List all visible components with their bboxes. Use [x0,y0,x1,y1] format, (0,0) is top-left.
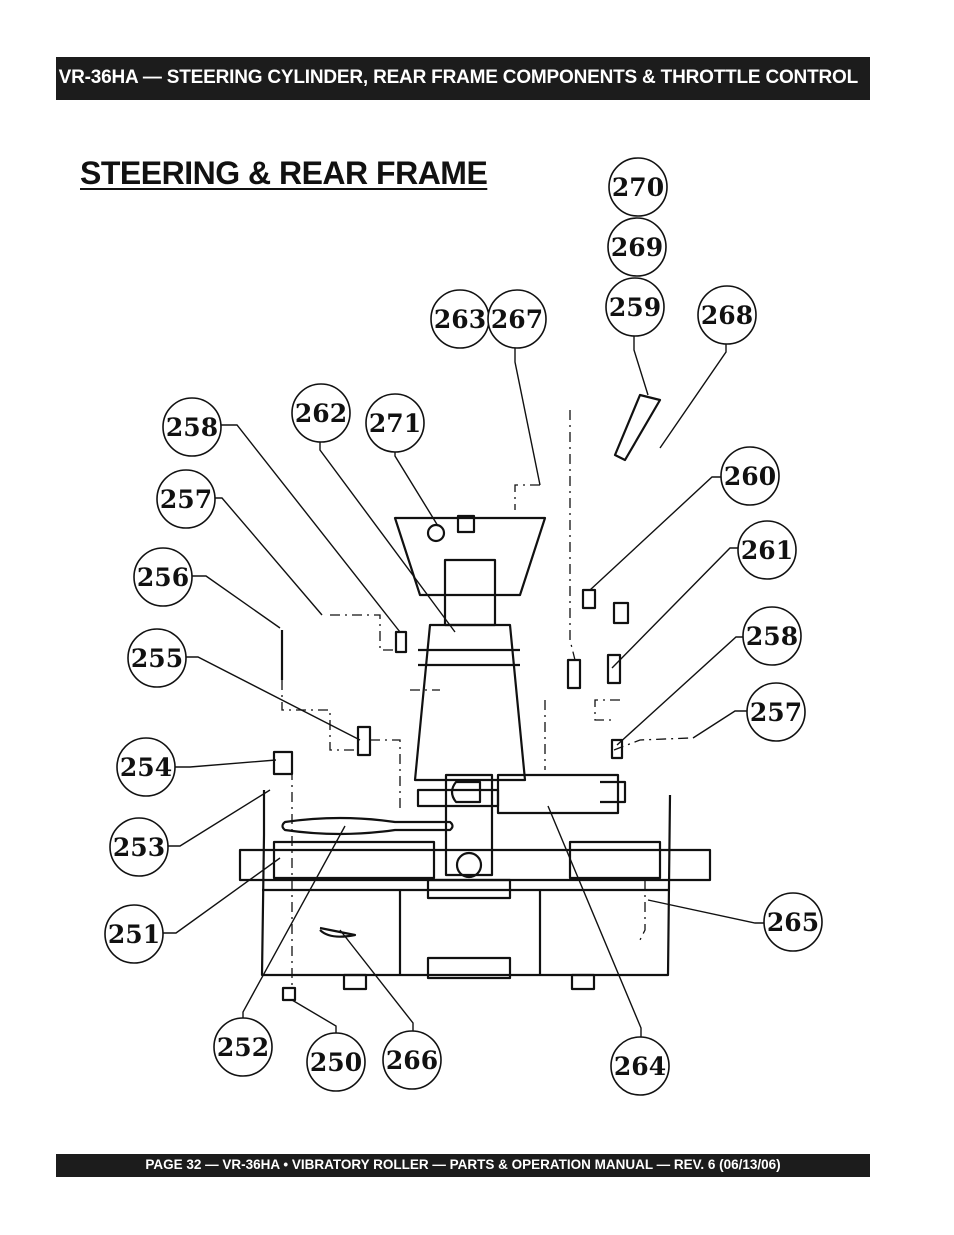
svg-text:257: 257 [160,485,212,514]
svg-text:259: 259 [609,293,661,322]
svg-text:261: 261 [741,536,793,565]
svg-text:257: 257 [750,698,802,727]
callout-261: 261 [737,520,797,580]
svg-text:264: 264 [614,1052,666,1081]
callout-268: 268 [697,285,757,345]
callout-264: 264 [610,1036,670,1096]
callout-259: 259 [605,277,665,337]
svg-text:267: 267 [491,305,543,334]
callouts: 270 269 259 268 263 267 262 271 258 257 … [104,157,823,1096]
svg-text:270: 270 [612,173,664,202]
svg-text:258: 258 [166,413,218,442]
callout-267: 267 [487,289,547,349]
callout-254: 254 [116,737,176,797]
callout-255: 255 [127,628,187,688]
callout-258: 258 [162,397,222,457]
callout-263: 263 [430,289,490,349]
svg-text:262: 262 [295,399,347,428]
svg-text:251: 251 [108,920,160,949]
page-header-title: VR-36HA — STEERING CYLINDER, REAR FRAME … [58,67,859,88]
callout-250: 250 [306,1032,366,1092]
callout-262: 262 [291,383,351,443]
svg-text:271: 271 [369,409,421,438]
footer-bar: PAGE 32 — VR-36HA • VIBRATORY ROLLER — P… [56,1154,870,1177]
callout-256: 256 [133,547,193,607]
callout-271: 271 [365,393,425,453]
svg-text:254: 254 [120,753,172,782]
svg-text:250: 250 [310,1048,362,1077]
header-bar: VR-36HA — STEERING CYLINDER, REAR FRAME … [56,57,870,100]
svg-text:256: 256 [137,563,189,592]
callout-265: 265 [763,892,823,952]
callout-269: 269 [607,217,667,277]
callout-258-right: 258 [742,606,802,666]
callout-257-right: 257 [746,682,806,742]
svg-text:266: 266 [386,1046,438,1075]
page-footer-text: PAGE 32 — VR-36HA • VIBRATORY ROLLER — P… [145,1157,781,1172]
svg-text:268: 268 [701,301,753,330]
svg-text:255: 255 [131,644,183,673]
callout-260: 260 [720,446,780,506]
callout-252: 252 [213,1017,273,1077]
section-title: STEERING & REAR FRAME [80,155,488,191]
callout-253: 253 [109,817,169,877]
callout-251: 251 [104,904,164,964]
svg-text:253: 253 [113,833,165,862]
svg-text:252: 252 [217,1033,269,1062]
svg-text:258: 258 [746,622,798,651]
svg-text:260: 260 [724,462,776,491]
callout-270: 270 [608,157,668,217]
callout-257: 257 [156,469,216,529]
callout-266: 266 [382,1030,442,1090]
svg-text:265: 265 [767,908,819,937]
svg-text:263: 263 [434,305,486,334]
svg-text:269: 269 [611,233,663,262]
